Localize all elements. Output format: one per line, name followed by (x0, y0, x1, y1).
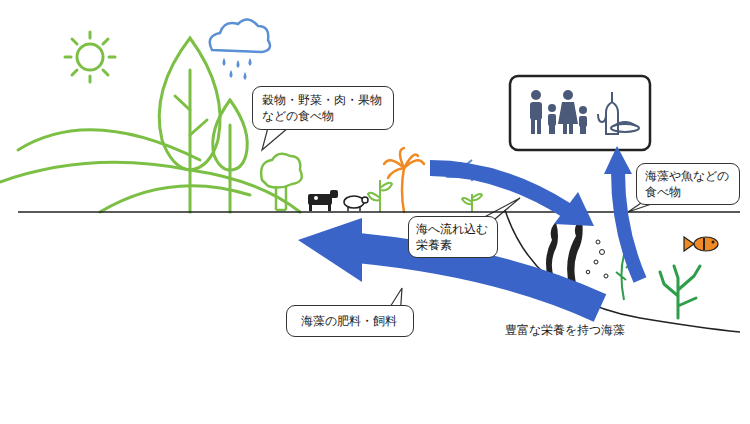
node-text: 穀物・野菜・肉・果物 などの食べ物 (262, 92, 384, 124)
pig-icon (344, 196, 368, 211)
fish-icon (684, 237, 718, 251)
note-box: 海へ流れ込む 栄養素 (408, 216, 498, 258)
node-text: 海へ流れ込む 栄養素 (416, 221, 490, 253)
callout-bubble: 海藻の肥料・飼料 (286, 305, 414, 337)
node-text: 海藻や魚などの 食べ物 (645, 168, 731, 200)
seaweed-label: 豊富な栄養を持つ海藻 (503, 322, 627, 339)
ground-line (18, 211, 740, 213)
family-meal-icon (510, 76, 650, 150)
hills (0, 130, 300, 212)
callout-bubble: 穀物・野菜・肉・果物 などの食べ物 (252, 86, 394, 130)
tree-icon (213, 100, 248, 212)
sprout-icon (462, 194, 482, 212)
cow-icon (308, 190, 338, 211)
callout-bubble: 海藻や魚などの 食べ物 (636, 163, 740, 205)
rain-cloud-icon (210, 19, 270, 80)
sprout-icon (368, 180, 392, 212)
tree-icon (159, 38, 220, 212)
sun-icon (65, 32, 115, 82)
flow-arrow (604, 146, 640, 280)
coral-icon (660, 266, 700, 318)
broccoli-icon (261, 154, 302, 210)
palm-tree-icon (384, 148, 424, 212)
callout-tail (262, 120, 678, 318)
node-text: 海藻の肥料・飼料 (301, 313, 399, 329)
flow-arrow (298, 218, 600, 308)
